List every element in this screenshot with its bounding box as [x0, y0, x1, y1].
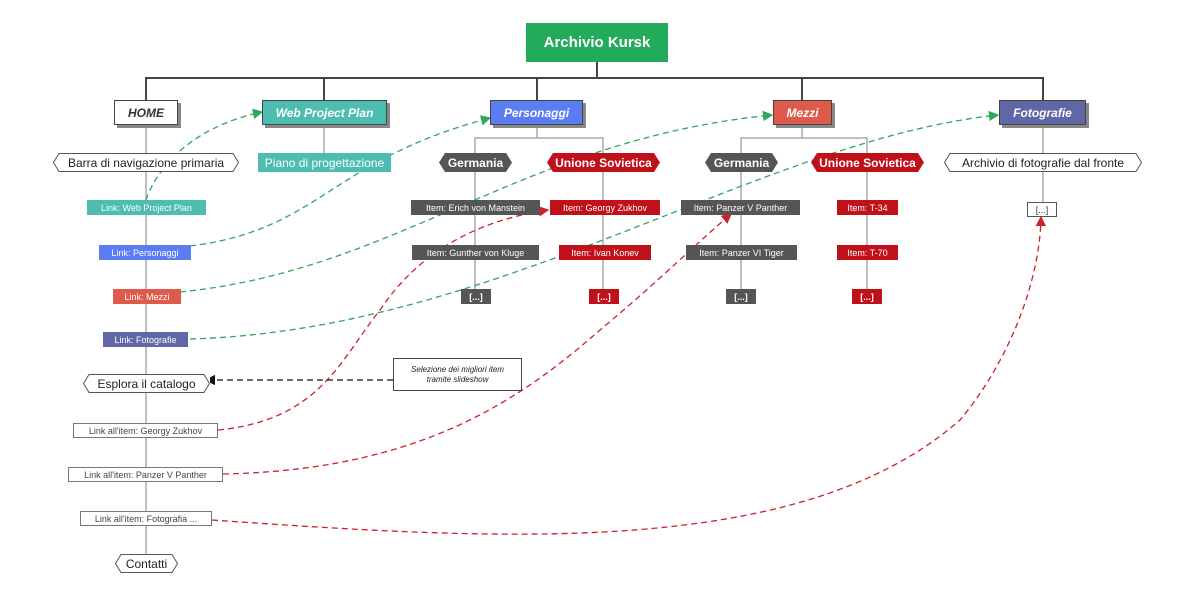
- header-personaggi[interactable]: Personaggi: [490, 100, 583, 125]
- item-gunther-von-kluge[interactable]: Item: Gunther von Kluge: [412, 245, 539, 260]
- item-ivan-konev[interactable]: Item: Ivan Konev: [559, 245, 651, 260]
- item-t-70[interactable]: Item: T-70: [837, 245, 898, 260]
- root-node[interactable]: Archivio Kursk: [526, 23, 668, 62]
- nav-bar-label: Barra di navigazione primaria: [67, 155, 225, 170]
- mezzi-germania[interactable]: Germania: [705, 153, 778, 172]
- personaggi-germania[interactable]: Germania: [439, 153, 512, 172]
- header-home[interactable]: HOME: [114, 100, 178, 125]
- nav-bar-node[interactable]: Barra di navigazione primaria: [53, 153, 239, 172]
- item-panzer-v-panther[interactable]: Item: Panzer V Panther: [681, 200, 800, 215]
- personaggi-urss[interactable]: Unione Sovietica: [547, 153, 660, 172]
- link-item-georgy-zukhov[interactable]: Link all'item: Georgy Zukhov: [73, 423, 218, 438]
- explore-catalog-node[interactable]: Esplora il catalogo: [83, 374, 210, 393]
- personaggi-urss-label: Unione Sovietica: [555, 155, 652, 170]
- mezzi-urss[interactable]: Unione Sovietica: [811, 153, 924, 172]
- plan-node[interactable]: Piano di progettazione: [258, 153, 391, 172]
- hexagon-shape: [53, 153, 239, 172]
- mezzi-urss-label: Unione Sovietica: [819, 155, 916, 170]
- link-item-fotografia[interactable]: Link all'item: Fotografia ...: [80, 511, 212, 526]
- photo-archive-node[interactable]: Archivio di fotografie dal fronte: [944, 153, 1142, 172]
- hexagon-shape: [547, 153, 660, 172]
- hexagon-shape: [944, 153, 1142, 172]
- contacts-label: Contatti: [125, 556, 168, 571]
- item-erich-von-manstein[interactable]: Item: Erich von Manstein: [411, 200, 540, 215]
- photo-archive-label: Archivio di fotografie dal fronte: [961, 155, 1125, 170]
- mezzi-urss-more[interactable]: [...]: [852, 289, 882, 304]
- personaggi-germania-label: Germania: [447, 155, 504, 170]
- hexagon-shape: [439, 153, 512, 172]
- item-t-34[interactable]: Item: T-34: [837, 200, 898, 215]
- link-web-project-plan[interactable]: Link: Web Project Plan: [87, 200, 206, 215]
- fotografie-more[interactable]: [...]: [1027, 202, 1057, 217]
- link-fotografie[interactable]: Link: Fotografie: [103, 332, 188, 347]
- explore-catalog-label: Esplora il catalogo: [97, 376, 196, 391]
- hexagon-shape: [115, 554, 178, 573]
- hexagon-shape: [811, 153, 924, 172]
- link-item-panzer-v-panther[interactable]: Link all'item: Panzer V Panther: [68, 467, 223, 482]
- item-panzer-vi-tiger[interactable]: Item: Panzer VI Tiger: [686, 245, 797, 260]
- hexagon-shape: [83, 374, 210, 393]
- link-mezzi[interactable]: Link: Mezzi: [113, 289, 181, 304]
- header-mezzi[interactable]: Mezzi: [773, 100, 832, 125]
- personaggi-germania-more[interactable]: [...]: [461, 289, 491, 304]
- item-georgy-zukhov[interactable]: Item: Georgy Zukhov: [550, 200, 660, 215]
- personaggi-urss-more[interactable]: [...]: [589, 289, 619, 304]
- slideshow-note: Selezione dei migliori item tramite slid…: [393, 358, 522, 391]
- header-web-project-plan[interactable]: Web Project Plan: [262, 100, 387, 125]
- header-fotografie[interactable]: Fotografie: [999, 100, 1086, 125]
- contacts-node[interactable]: Contatti: [115, 554, 178, 573]
- hexagon-shape: [705, 153, 778, 172]
- mezzi-germania-label: Germania: [713, 155, 770, 170]
- link-personaggi[interactable]: Link: Personaggi: [99, 245, 191, 260]
- mezzi-germania-more[interactable]: [...]: [726, 289, 756, 304]
